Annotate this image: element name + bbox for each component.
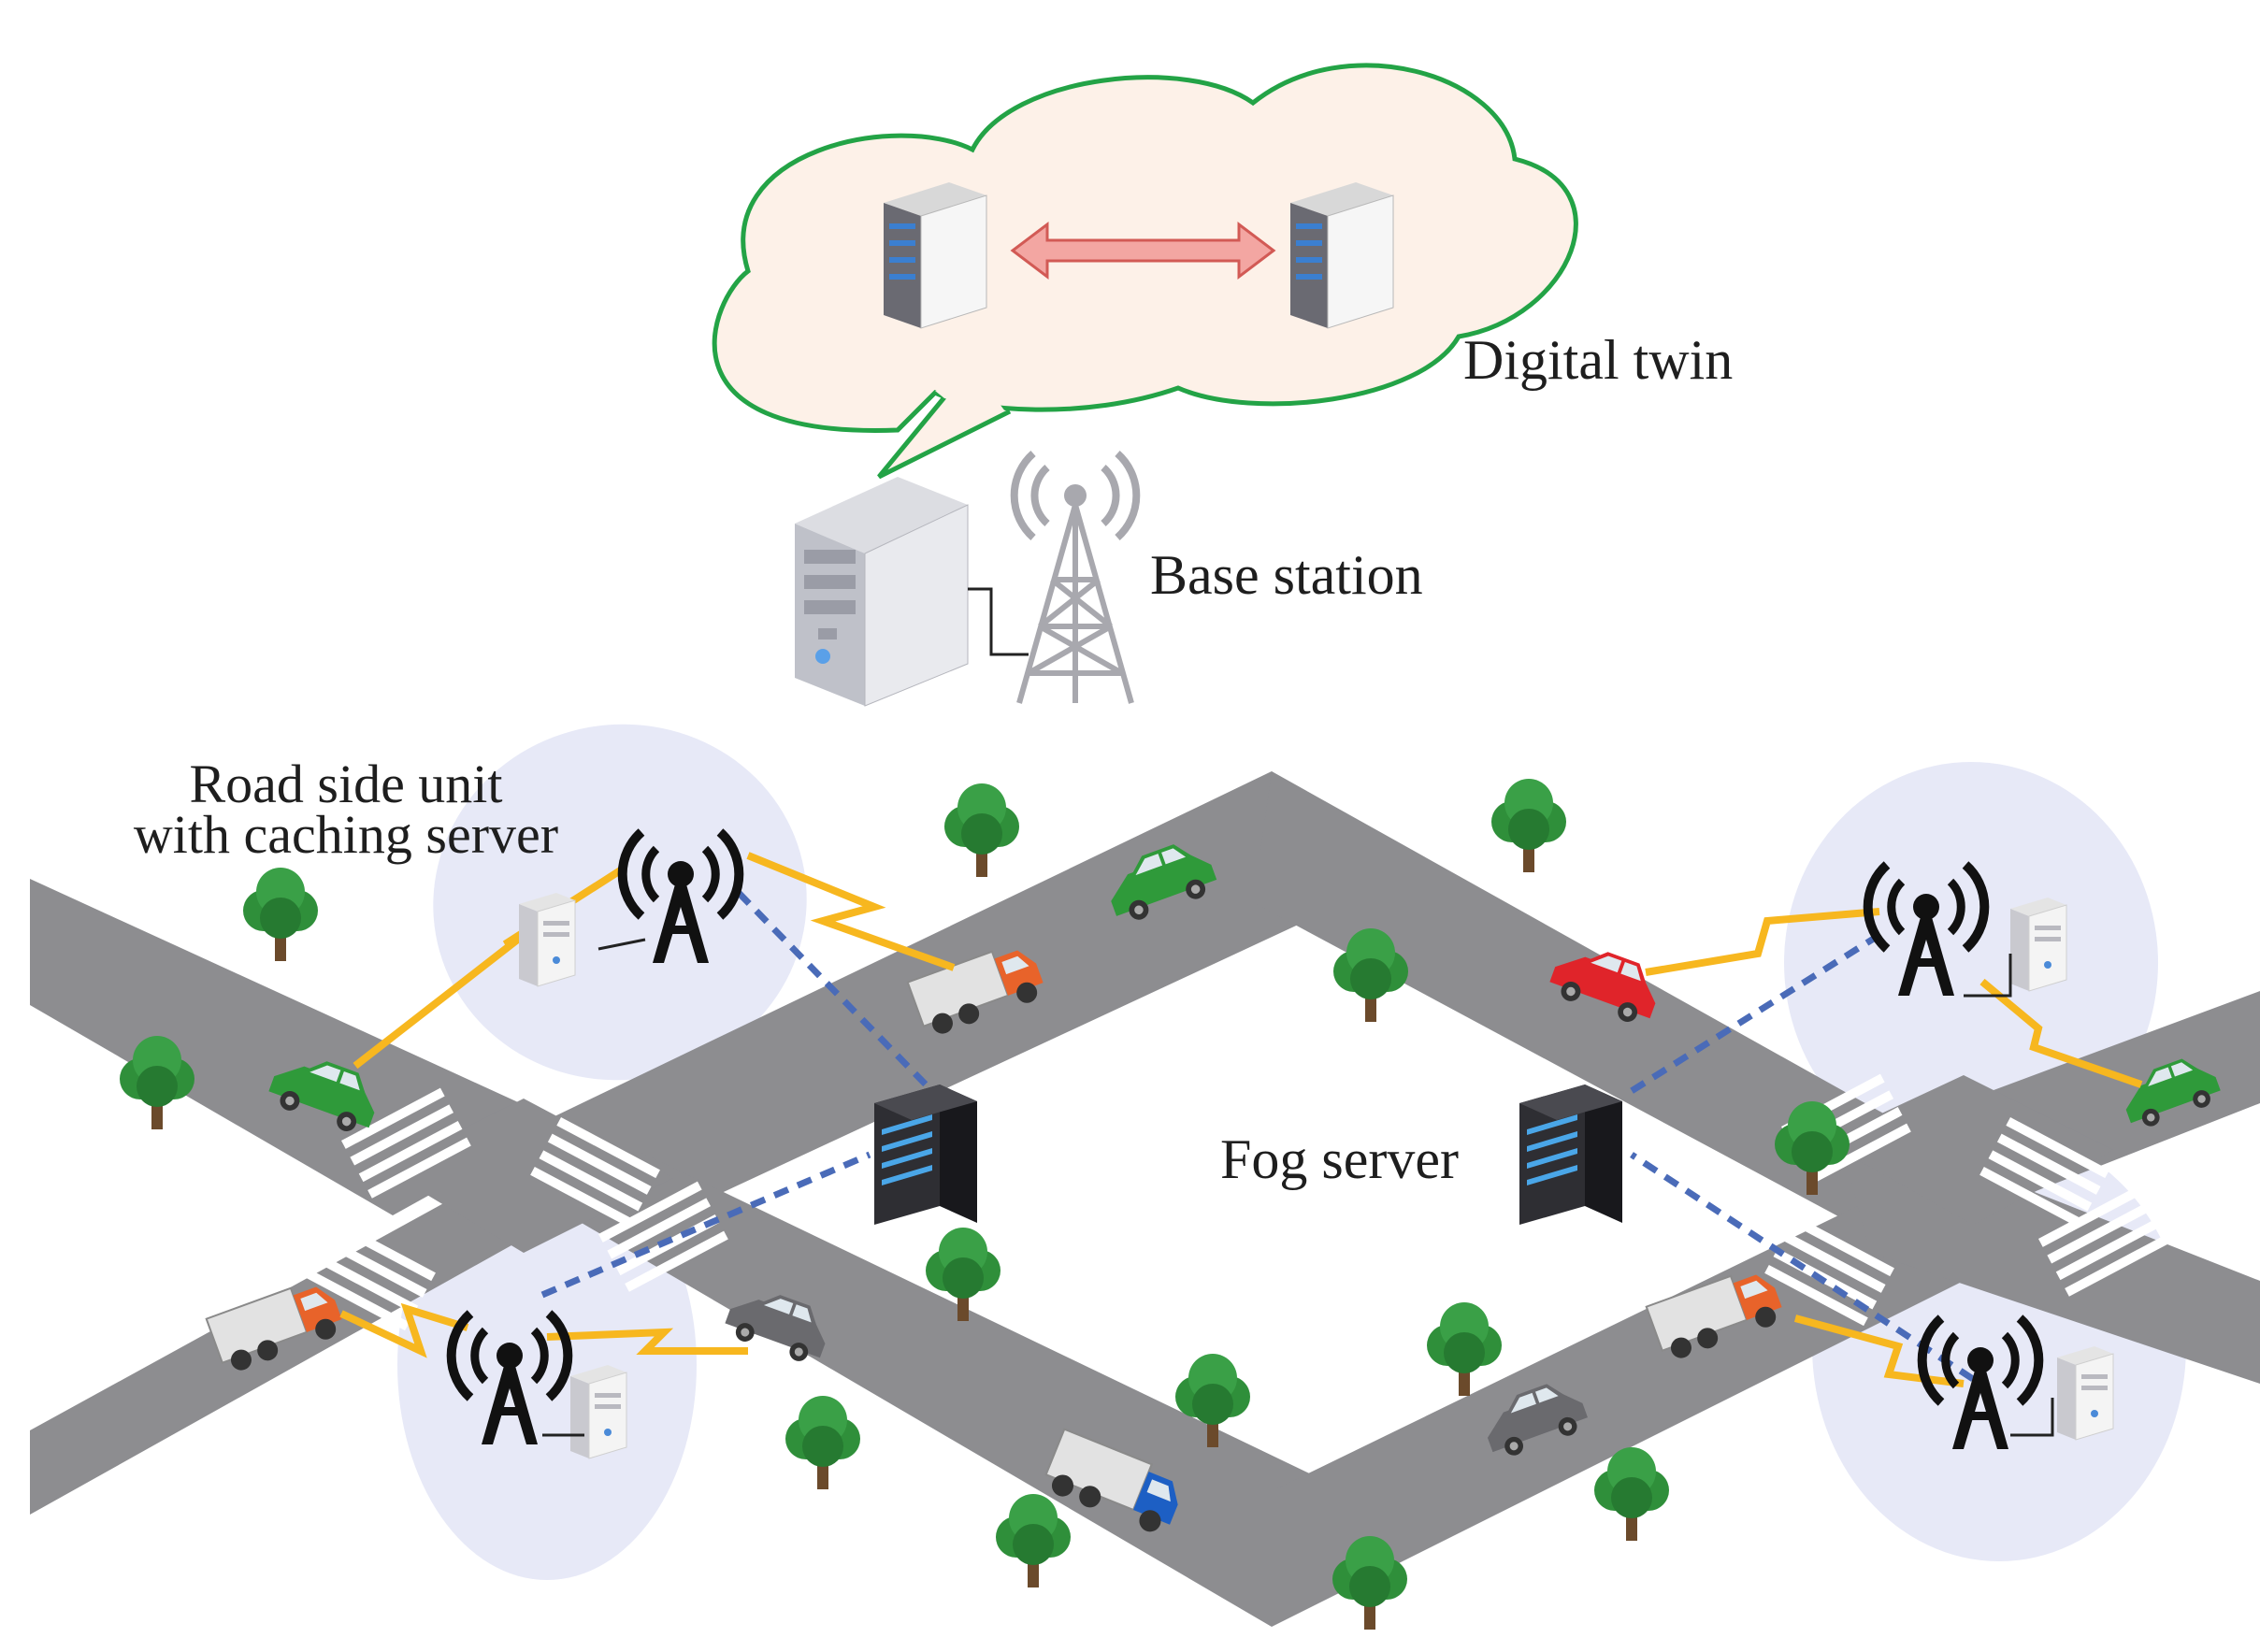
rsu-top-left (518, 832, 739, 987)
wired-links (540, 890, 1975, 1382)
rsu-label-line2: with caching server (134, 804, 558, 865)
link-rsu-br-fog-right (1630, 1152, 1975, 1382)
digital-twin-cloud (712, 63, 1578, 480)
wireless-rsu-bl-car (546, 1328, 748, 1355)
base-station-label: Base station (1150, 544, 1423, 606)
fog-server-left-icon (874, 1085, 977, 1225)
link-rsu-bl-fog-left (540, 1151, 871, 1299)
tree-icon (944, 783, 1019, 877)
coverage-area-top-right (1784, 762, 2158, 1164)
caching-server-icon (2009, 897, 2067, 992)
tree-icon (785, 1396, 860, 1489)
wireless-rsu-tr-green-car (1979, 978, 2143, 1088)
rsu-bottom-left (452, 1314, 627, 1459)
road-side-units (452, 832, 2114, 1459)
caching-server-icon (569, 1364, 627, 1459)
tree-icon (1491, 779, 1566, 872)
base-station-server-icon (795, 477, 969, 707)
wireless-rsu-tr-red-car (1645, 908, 1880, 976)
bidirectional-arrow (1010, 221, 1276, 280)
caching-server-icon (2056, 1345, 2114, 1441)
tree-icon (1427, 1302, 1502, 1396)
link-rsu-tl-fog-left (736, 890, 928, 1087)
base-station (795, 451, 1141, 707)
wireless-rsu-bl-truck (339, 1302, 469, 1358)
tree-icon (1594, 1447, 1669, 1541)
tree-icon (996, 1494, 1071, 1587)
base-station-tower-icon (1010, 451, 1141, 704)
twin-server-right-icon (1289, 181, 1394, 329)
twin-server-left-icon (883, 181, 987, 329)
coverage-area-top-left (433, 724, 807, 1081)
labels: Digital twin Base station Road side unit… (134, 329, 1733, 1190)
tree-icon (243, 868, 318, 961)
fog-server-right-icon (1519, 1085, 1622, 1225)
rsu-label-line1: Road side unit (189, 754, 502, 814)
rsu-top-right (1868, 865, 2067, 996)
wireless-rsu-tl-truck (746, 852, 956, 971)
digital-twin-label: Digital twin (1463, 329, 1733, 391)
caching-server-icon (518, 892, 576, 987)
rsu-bottom-right (1922, 1318, 2114, 1449)
fog-server-label: Fog server (1220, 1128, 1459, 1190)
